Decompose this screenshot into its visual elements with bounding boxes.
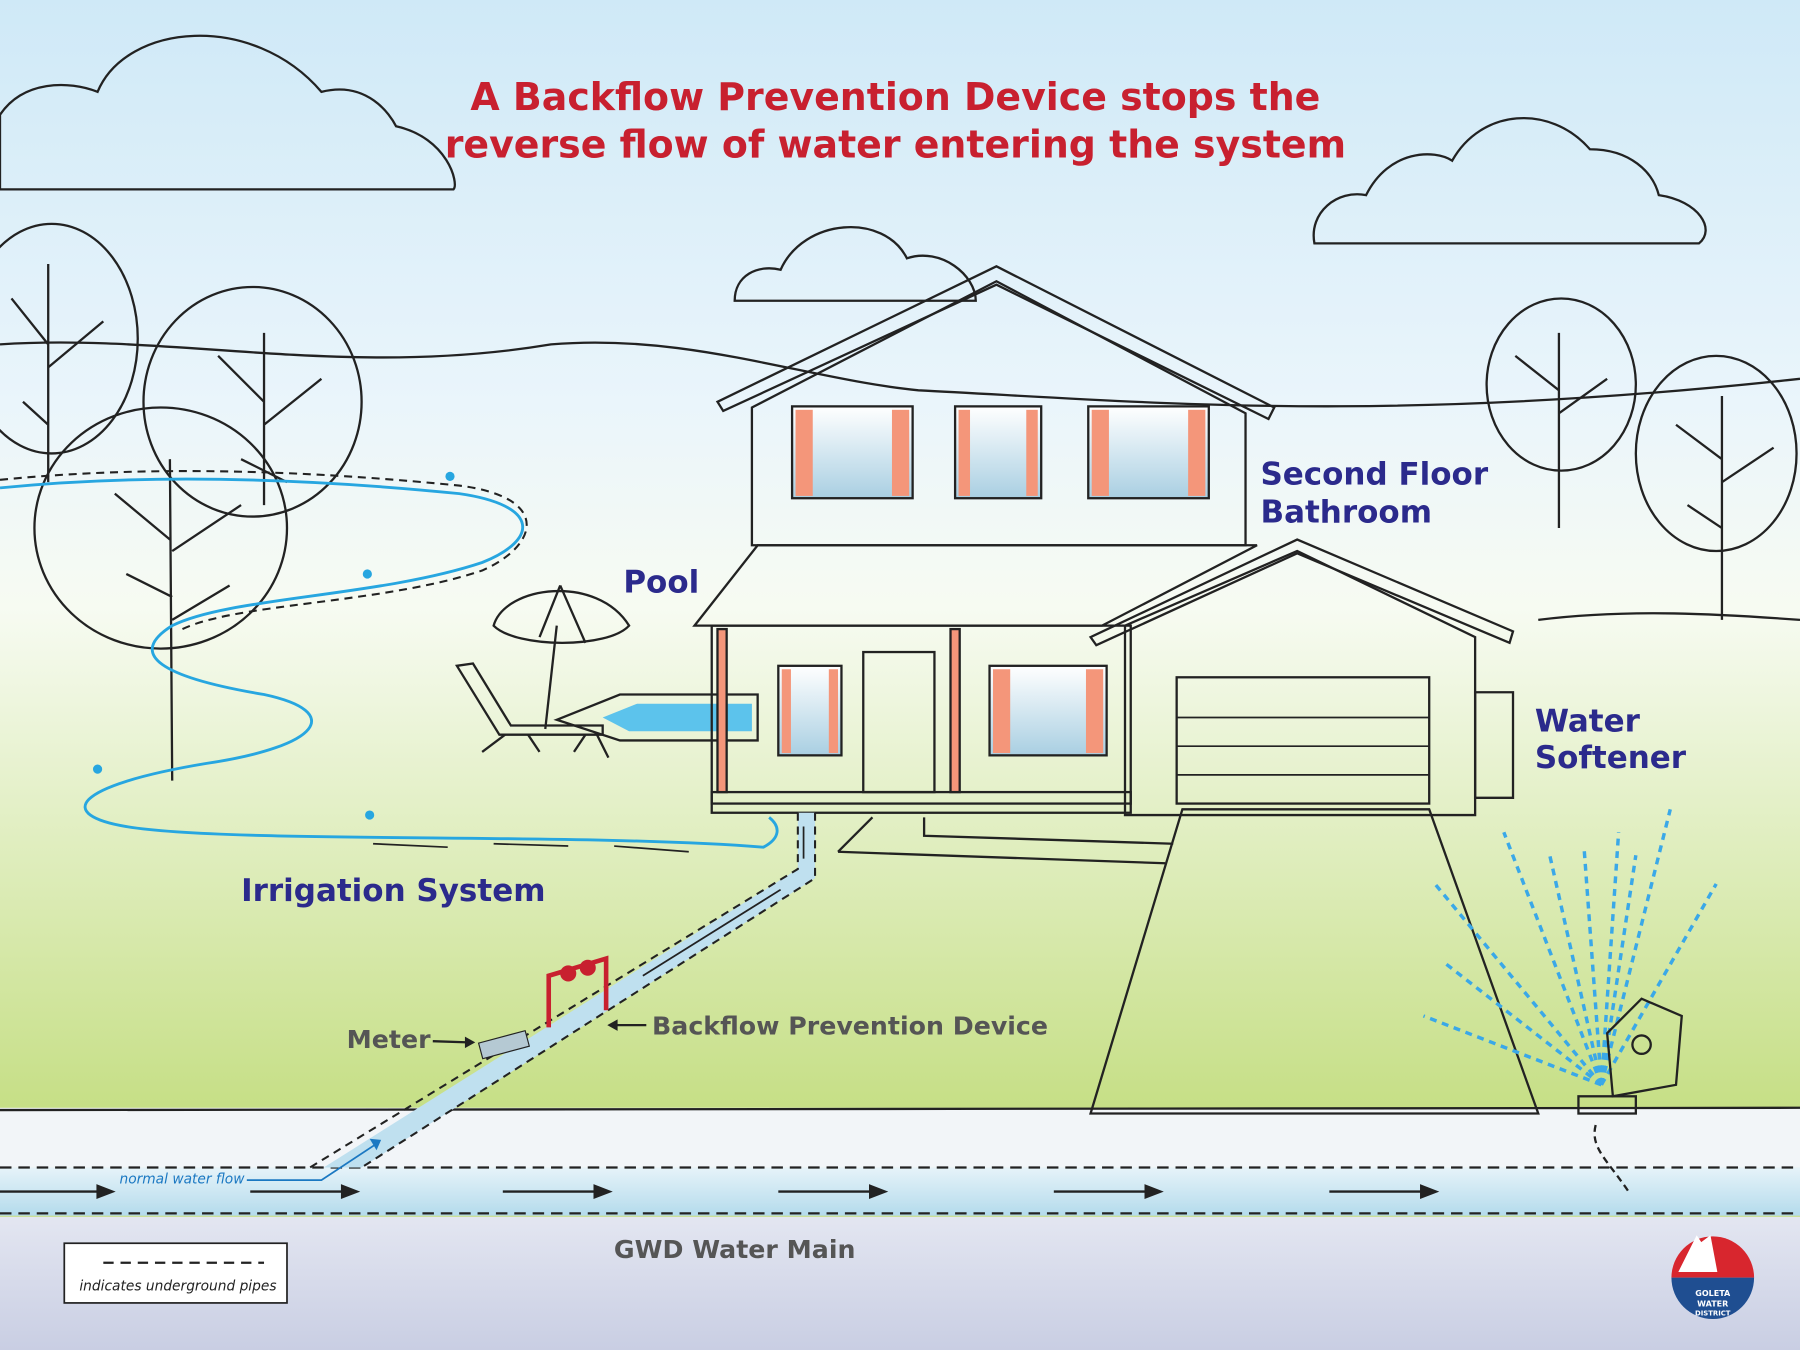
title-line-1: A Backflow Prevention Device stops the bbox=[470, 75, 1320, 119]
logo-text-2: WATER bbox=[1697, 1299, 1729, 1308]
water-main-label: GWD Water Main bbox=[614, 1235, 856, 1264]
cloud-right bbox=[1312, 117, 1707, 245]
sidewalk bbox=[0, 1107, 1800, 1168]
hydrant bbox=[1422, 808, 1718, 1195]
pool-label: Pool bbox=[623, 564, 699, 600]
underground bbox=[0, 1216, 1800, 1350]
backflow-device-icon bbox=[546, 955, 609, 1028]
second-floor-label-1: Second Floor bbox=[1260, 456, 1488, 492]
title-line-2: reverse flow of water entering the syste… bbox=[445, 122, 1346, 166]
trees-left bbox=[0, 222, 363, 781]
backflow-arrowhead bbox=[607, 1019, 618, 1031]
meter-arrow bbox=[432, 1040, 469, 1044]
meter-box bbox=[477, 1029, 531, 1060]
hill-line-right bbox=[1538, 612, 1800, 622]
water-softener-label-2: Softener bbox=[1535, 740, 1687, 776]
cloud-center bbox=[733, 226, 977, 302]
hill-line bbox=[0, 341, 1800, 408]
irrigation-label: Irrigation System bbox=[241, 873, 545, 909]
house bbox=[692, 265, 1515, 817]
service-pipe bbox=[246, 812, 817, 1181]
curb-line bbox=[0, 1106, 1800, 1112]
goleta-water-district-logo: GOLETA WATER DISTRICT bbox=[1671, 1235, 1755, 1320]
trees-right bbox=[1485, 297, 1798, 620]
meter-label: Meter bbox=[347, 1025, 431, 1054]
meter-arrowhead bbox=[464, 1036, 476, 1049]
logo-text-1: GOLETA bbox=[1695, 1289, 1731, 1298]
irrigation-lines bbox=[0, 470, 779, 853]
water-softener-label-1: Water bbox=[1535, 703, 1641, 739]
second-floor-label-2: Bathroom bbox=[1260, 494, 1432, 530]
cloud-left bbox=[0, 34, 456, 191]
backflow-device-label: Backflow Prevention Device bbox=[652, 1011, 1048, 1040]
pool bbox=[454, 584, 759, 759]
flow-arrows bbox=[0, 1184, 1440, 1199]
walkway bbox=[837, 816, 1174, 865]
normal-flow-label: normal water flow bbox=[119, 1172, 245, 1188]
legend: indicates underground pipes bbox=[63, 1242, 288, 1304]
driveway bbox=[1089, 808, 1540, 1115]
legend-text: indicates underground pipes bbox=[79, 1278, 276, 1294]
logo-text-3: DISTRICT bbox=[1695, 1310, 1731, 1318]
